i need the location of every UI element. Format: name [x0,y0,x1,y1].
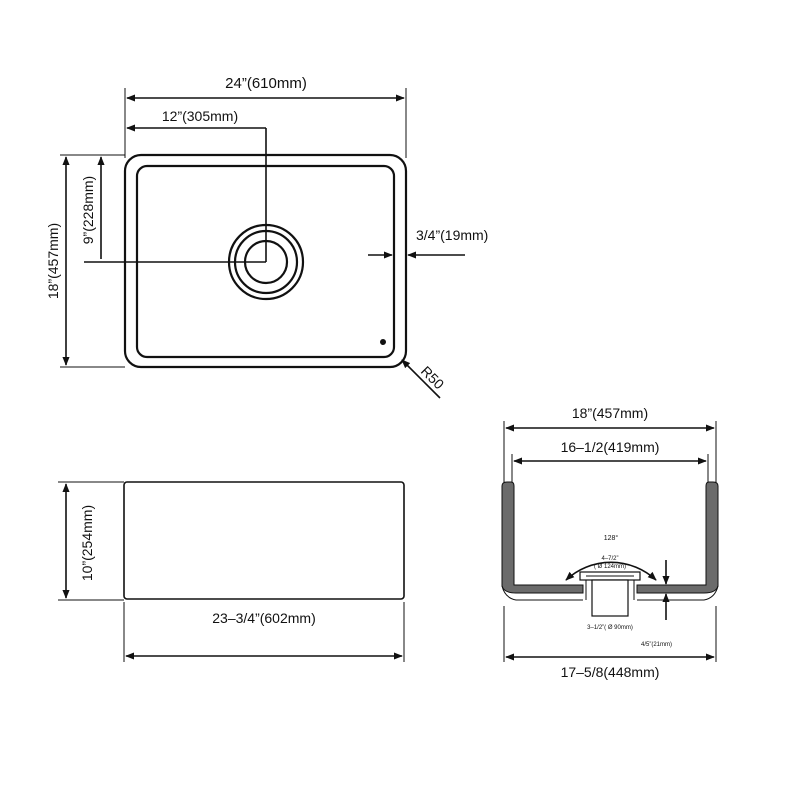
drain-middle-ring [233,229,299,295]
drain-bottom-diameter-label: 3–1/2”( Ø 90mm) [587,625,633,631]
drain-offset-x-label: 12”(305mm) [162,108,238,124]
angle-arc [565,561,657,581]
front-view: 10”(254mm) 23–3/4”(602mm) [58,481,405,662]
drain-outer-ring [227,223,305,301]
overall-depth-label: 18”(457mm) [45,223,61,299]
side-section-view: 18”(457mm) 16–1/2(419mm) 128° 4–7/2” ( Ø… [501,405,719,680]
overall-width-label: 24”(610mm) [225,75,307,92]
sink-outer-rim [123,153,408,369]
drain-top-diameter-label: 4–7/2” [601,556,618,562]
drain-body [591,579,629,617]
drain-top-mm-label: ( Ø 124mm) [594,564,626,570]
side-bottom-width-label: 17–5/8(448mm) [561,664,660,680]
sink-inner-basin [135,164,396,359]
front-panel [123,481,405,600]
corner-radius-leader [401,359,441,399]
rim-thickness-label: 3/4”(19mm) [416,227,488,243]
bottom-thickness-label: 4/5”(21mm) [641,642,672,648]
side-inner-width-label: 16–1/2(419mm) [561,439,660,455]
top-view: 24”(610mm) 12”(305mm) 18”(457mm) 9”(228m… [45,75,488,399]
sink-section-profile [501,481,719,594]
overflow-dot [380,339,386,345]
angle-label: 128° [604,534,619,542]
front-height-label: 10”(254mm) [79,505,95,581]
corner-radius-label: R50 [418,363,448,393]
drain-inner-ring [243,239,289,285]
drain-offset-y-label: 9”(228mm) [80,176,96,244]
front-width-label: 23–3/4”(602mm) [212,610,316,626]
side-outer-width-label: 18”(457mm) [572,405,648,421]
